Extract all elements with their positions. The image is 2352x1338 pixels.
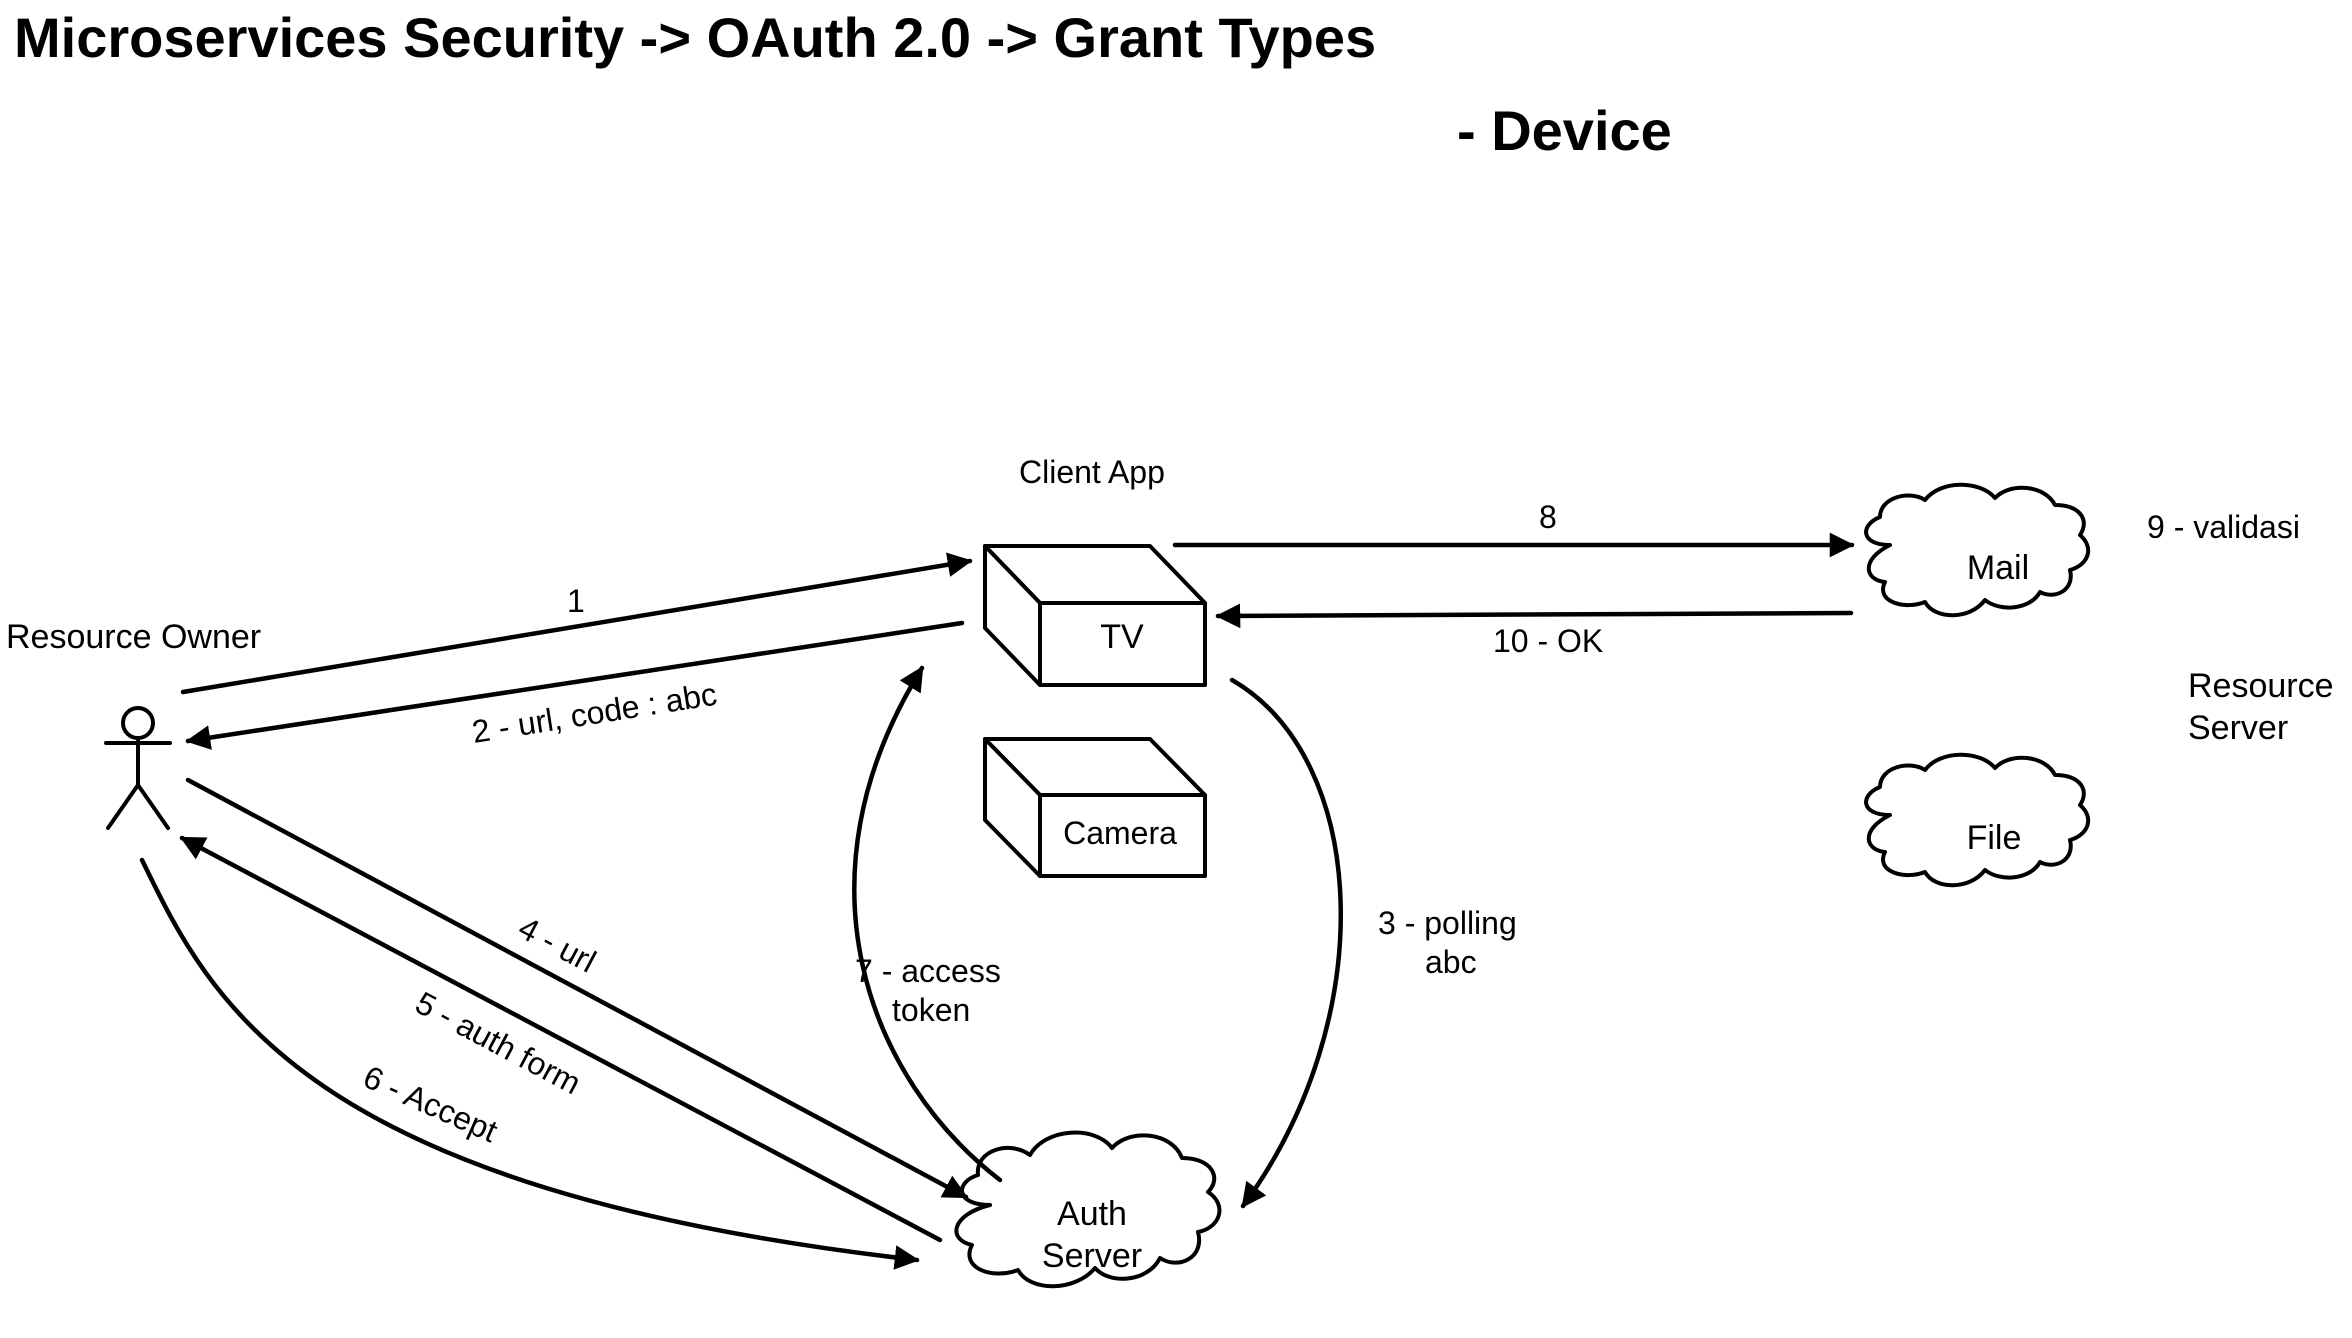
flow-4-arrow: [185, 777, 969, 1200]
mail-cloud: Mail: [1864, 482, 2091, 618]
tv-label: TV: [1100, 618, 1144, 656]
flow-8-label: 8: [1539, 499, 1557, 535]
auth-server-label-line2: Server: [1042, 1237, 1142, 1275]
camera-label: Camera: [1063, 815, 1177, 851]
flow-4-label: 4 - url: [513, 909, 602, 979]
mail-label: Mail: [1967, 549, 2029, 587]
flow-7-label-line1: 7 - access: [855, 953, 1001, 989]
camera-box: Camera: [983, 737, 1207, 878]
flow-6-arrow: [139, 857, 920, 1270]
tv-box: TV: [983, 544, 1207, 687]
flow-7-label-line2: token: [892, 992, 970, 1028]
flow-2-label: 2 - url, code : abc: [469, 676, 719, 750]
flow-10-label: 10 - OK: [1493, 623, 1603, 659]
flow-5-arrow: [179, 835, 943, 1243]
flow-6-label: 6 - Accept: [358, 1059, 503, 1150]
diagram-title: Microservices Security -> OAuth 2.0 -> G…: [14, 6, 1376, 69]
resource-server-label-line2: Server: [2188, 709, 2288, 747]
auth-server-cloud: Auth Server: [954, 1130, 1222, 1289]
flow-10-arrow: [1215, 603, 1854, 629]
flow-2-arrow: [185, 620, 965, 750]
auth-server-label-line1: Auth: [1057, 1195, 1127, 1233]
file-label: File: [1967, 819, 2022, 857]
flow-1-label: 1: [567, 583, 585, 619]
client-app-label: Client App: [1019, 454, 1165, 490]
resource-owner-label: Resource Owner: [6, 618, 261, 656]
flow-5-label: 5 - auth form: [410, 984, 587, 1101]
flow-3-arrow: [1229, 677, 1343, 1209]
file-cloud: File: [1864, 752, 2091, 888]
flow-7-arrow: [852, 665, 1003, 1183]
resource-owner-actor-icon: [104, 706, 172, 830]
resource-server-label-line1: Resource: [2188, 667, 2334, 705]
flow-1-arrow: [180, 552, 973, 695]
flow-9-label: 9 - validasi: [2147, 509, 2300, 545]
flow-3-label-line2: abc: [1425, 944, 1477, 980]
diagram-subtitle: - Device: [1457, 99, 1672, 162]
flow-3-label-line1: 3 - polling: [1378, 905, 1517, 941]
